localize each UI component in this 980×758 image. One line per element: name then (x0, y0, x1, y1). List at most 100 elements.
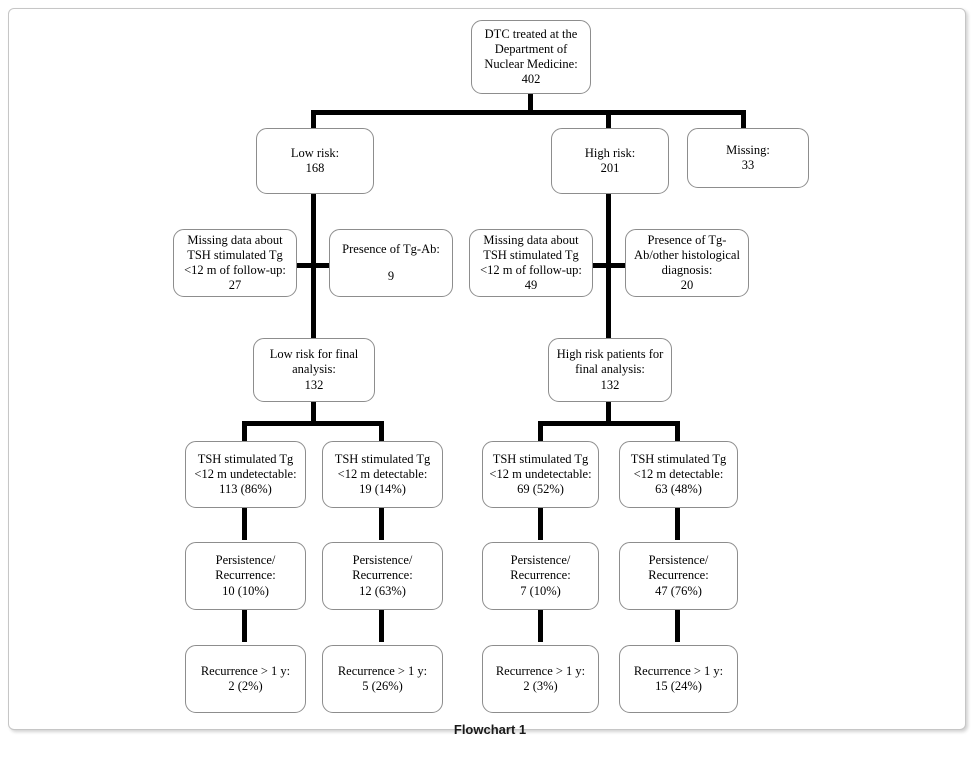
connector-low-split-right (379, 421, 384, 442)
node-line: final analysis: (575, 362, 645, 377)
node-dtc-treated[interactable]: DTC treated at the Department of Nuclear… (471, 20, 591, 94)
node-line: Persistence/ (510, 553, 571, 568)
flowchart-caption: Flowchart 1 (453, 722, 527, 737)
node-count: 15 (24%) (655, 679, 702, 693)
connector-bus-to-missing (741, 110, 746, 130)
node-line: Nuclear Medicine: (484, 57, 578, 71)
page-frame (8, 8, 966, 730)
node-line: Department of (494, 41, 568, 56)
connector-low-split-bar (242, 421, 384, 426)
node-line: Recurrence: (215, 568, 276, 583)
node-line: Low risk: (290, 145, 340, 160)
node-line: <12 m of follow-up: (480, 263, 582, 277)
node-line: Recurrence: (648, 568, 709, 583)
node-line: Missing: (726, 142, 770, 157)
connector-high-split-bar (538, 421, 680, 426)
connector-level2-bus (311, 110, 746, 115)
node-line: DTC treated at the (484, 26, 578, 41)
node-count: 168 (305, 161, 325, 175)
connector-pr-to-rec-col3 (538, 610, 543, 642)
node-line: Recurrence > 1 y: (633, 663, 724, 678)
node-high-tg-detectable[interactable]: TSH stimulated Tg <12 m detectable: 63 (… (619, 441, 738, 508)
node-line: diagnosis: (661, 263, 713, 277)
node-high-exclusion-missing-data[interactable]: Missing data about TSH stimulated Tg <12… (469, 229, 593, 297)
node-count: 9 (387, 268, 395, 283)
node-recurrence-over-1y-high-detectable[interactable]: Recurrence > 1 y: 15 (24%) (619, 645, 738, 713)
node-persistence-recurrence-low-detectable[interactable]: Persistence/ Recurrence: 12 (63%) (322, 542, 443, 610)
connector-tg-to-pr-col4 (675, 508, 680, 540)
connector-tg-to-pr-col1 (242, 508, 247, 540)
node-line: TSH stimulated Tg (334, 451, 431, 466)
node-low-risk[interactable]: Low risk: 168 (256, 128, 374, 194)
node-line: <12 m undetectable: (194, 466, 297, 481)
node-low-exclusion-tgab[interactable]: Presence of Tg-Ab: 9 (329, 229, 453, 297)
node-missing[interactable]: Missing: 33 (687, 128, 809, 188)
node-count: 27 (228, 278, 242, 293)
node-line: Low risk for final (269, 347, 359, 362)
node-count: 5 (26%) (362, 679, 403, 693)
node-count: 47 (76%) (655, 583, 702, 598)
connector-bus-to-low-risk (311, 110, 316, 130)
node-count: 33 (741, 158, 755, 172)
node-count: 201 (600, 161, 620, 175)
connector-high-split-left (538, 421, 543, 442)
node-count: 132 (304, 377, 324, 392)
node-persistence-recurrence-low-undetectable[interactable]: Persistence/ Recurrence: 10 (10%) (185, 542, 306, 610)
connector-high-exclusion-bar (530, 263, 685, 268)
node-count: 2 (2%) (228, 679, 263, 693)
node-count: 49 (524, 278, 538, 293)
node-count: 20 (680, 278, 694, 293)
node-line: TSH stimulated Tg (483, 247, 579, 262)
connector-low-split-left (242, 421, 247, 442)
node-line: TSH stimulated Tg (492, 451, 589, 466)
node-line: Recurrence > 1 y: (200, 663, 291, 678)
node-count: 12 (63%) (359, 583, 406, 598)
node-high-risk[interactable]: High risk: 201 (551, 128, 669, 194)
node-recurrence-over-1y-high-undetectable[interactable]: Recurrence > 1 y: 2 (3%) (482, 645, 599, 713)
node-low-risk-final-analysis[interactable]: Low risk for final analysis: 132 (253, 338, 375, 402)
node-line: Presence of Tg- (647, 232, 727, 247)
node-persistence-recurrence-high-detectable[interactable]: Persistence/ Recurrence: 47 (76%) (619, 542, 738, 610)
connector-pr-to-rec-col1 (242, 610, 247, 642)
node-count: 2 (3%) (523, 679, 558, 693)
node-line: TSH stimulated Tg (630, 451, 727, 466)
connector-low-final-down (311, 401, 316, 423)
connector-pr-to-rec-col4 (675, 610, 680, 642)
node-recurrence-over-1y-low-detectable[interactable]: Recurrence > 1 y: 5 (26%) (322, 645, 443, 713)
node-count: 113 (86%) (219, 482, 272, 497)
node-line: TSH stimulated Tg (197, 451, 294, 466)
node-line: <12 m of follow-up: (184, 263, 286, 277)
node-low-tg-detectable[interactable]: TSH stimulated Tg <12 m detectable: 19 (… (322, 441, 443, 508)
node-persistence-recurrence-high-undetectable[interactable]: Persistence/ Recurrence: 7 (10%) (482, 542, 599, 610)
node-count: 63 (48%) (655, 482, 702, 497)
node-line: Recurrence > 1 y: (337, 663, 428, 678)
node-high-risk-final-analysis[interactable]: High risk patients for final analysis: 1… (548, 338, 672, 402)
node-count: 69 (52%) (517, 482, 564, 497)
node-line: Missing data about (483, 232, 579, 247)
connector-high-final-down (606, 401, 611, 423)
node-line: <12 m undetectable: (489, 466, 592, 481)
connector-low-exclusion-bar (234, 263, 389, 268)
node-line: Persistence/ (648, 553, 709, 568)
node-line: Persistence/ (215, 553, 276, 568)
node-count: 10 (10%) (222, 583, 269, 598)
node-high-exclusion-tgab[interactable]: Presence of Tg- Ab/other histological di… (625, 229, 749, 297)
connector-bus-to-high-risk (606, 110, 611, 130)
node-line: <12 m detectable: (633, 466, 724, 481)
node-line: analysis: (292, 362, 336, 377)
node-low-tg-undetectable[interactable]: TSH stimulated Tg <12 m undetectable: 11… (185, 441, 306, 508)
node-line: Missing data about (187, 232, 283, 247)
node-line: <12 m detectable: (337, 466, 428, 481)
node-line: Recurrence: (510, 568, 571, 583)
node-line: Recurrence > 1 y: (495, 663, 586, 678)
node-recurrence-over-1y-low-undetectable[interactable]: Recurrence > 1 y: 2 (2%) (185, 645, 306, 713)
node-line: Recurrence: (352, 568, 413, 583)
node-line: High risk: (584, 145, 636, 160)
node-high-tg-undetectable[interactable]: TSH stimulated Tg <12 m undetectable: 69… (482, 441, 599, 508)
connector-root-down (528, 92, 533, 112)
connector-high-split-right (675, 421, 680, 442)
connector-pr-to-rec-col2 (379, 610, 384, 642)
connector-tg-to-pr-col2 (379, 508, 384, 540)
node-low-exclusion-missing-data[interactable]: Missing data about TSH stimulated Tg <12… (173, 229, 297, 297)
